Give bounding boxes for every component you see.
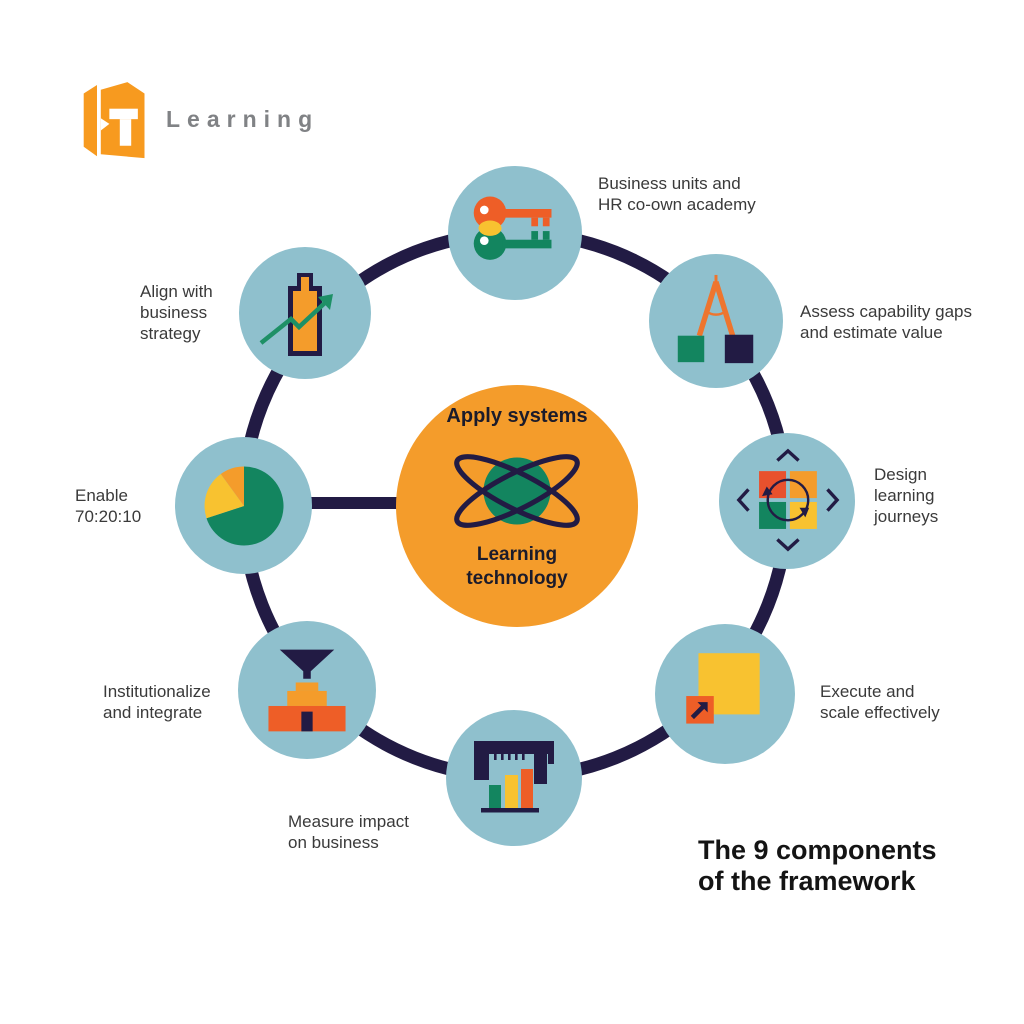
- pie-slice-20: [204, 473, 244, 518]
- node-institutionalize: [238, 621, 376, 759]
- center-top-label: Apply systems: [446, 405, 588, 427]
- logo-f-icon: [83, 82, 145, 159]
- node-enable-702010: [175, 437, 312, 574]
- node-business-units: [448, 166, 582, 300]
- atom-icon: [454, 454, 580, 528]
- node-execute-scale: [655, 624, 795, 764]
- keys-icon: [473, 196, 552, 260]
- brand-logo: Learning: [78, 80, 398, 170]
- node-measure-impact: [446, 710, 582, 846]
- node-design-journeys: [719, 433, 855, 569]
- node-align-strategy: [239, 247, 371, 379]
- center-bottom-label: Learning technology: [466, 544, 568, 589]
- journey-cycle-icon: [736, 448, 840, 552]
- node-assess-gaps: [649, 254, 783, 388]
- measure-chart-icon: [474, 741, 554, 813]
- pie-slice-10: [220, 466, 244, 506]
- page-title: The 9 components of the framework: [698, 835, 937, 896]
- pie-chart-icon: [204, 466, 284, 545]
- scale-up-icon: [686, 653, 760, 724]
- compass-icon: [677, 274, 754, 364]
- center-node-apply-systems: Apply systems Learning technology: [396, 385, 638, 627]
- battery-growth-icon: [259, 273, 333, 356]
- logo-wordmark: Learning: [166, 106, 320, 132]
- node-label-institutionalize: Institutionalize and integrate: [103, 682, 211, 722]
- pie-slice-70: [205, 466, 284, 545]
- node-label-business-units: Business units and HR co-own academy: [598, 174, 756, 214]
- node-label-execute-scale: Execute and scale effectively: [820, 682, 940, 722]
- node-label-assess-gaps: Assess capability gaps and estimate valu…: [800, 302, 972, 342]
- node-label-align-strategy: Align with business strategy: [140, 282, 213, 343]
- node-label-enable-702010: Enable 70:20:10: [75, 486, 142, 526]
- node-label-design-journeys: Design learning journeys: [874, 465, 939, 526]
- node-label-measure-impact: Measure impact on business: [288, 812, 409, 852]
- funnel-foundation-icon: [268, 649, 346, 732]
